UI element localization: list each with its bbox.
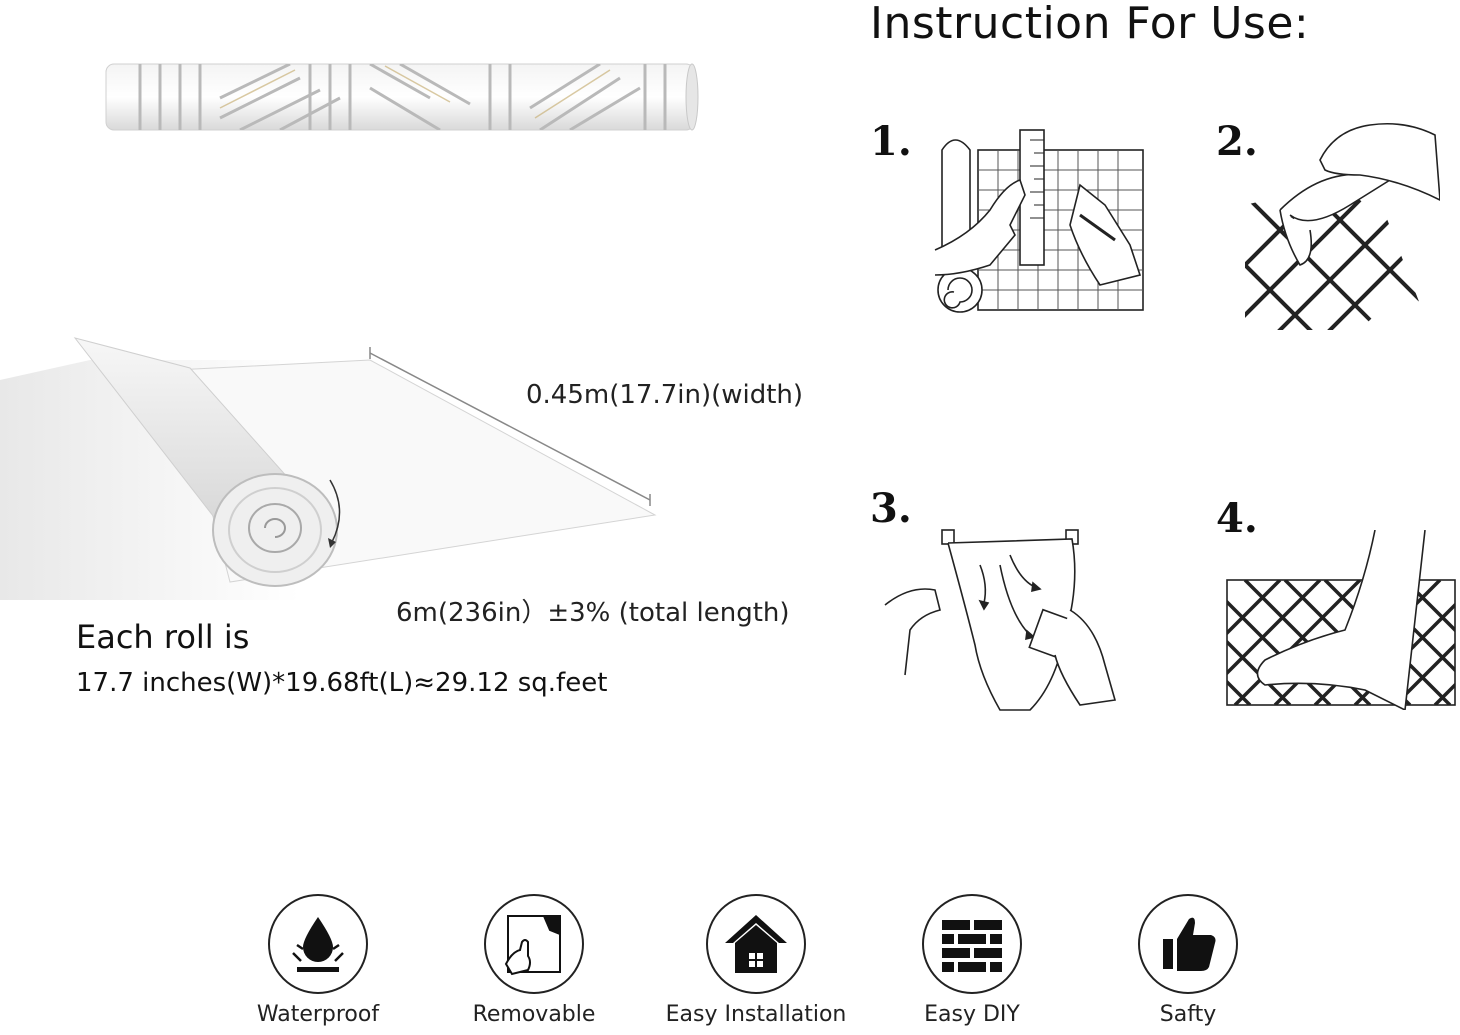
thumbs-up-icon bbox=[1138, 894, 1238, 994]
step-3-number: 3. bbox=[870, 485, 912, 532]
feature-label: Waterproof bbox=[256, 1002, 380, 1027]
feature-waterproof: Waterproof bbox=[208, 894, 428, 1027]
water-drop-icon bbox=[268, 894, 368, 994]
feature-removable: Removable bbox=[424, 894, 644, 1027]
feature-easy-installation: Easy Installation bbox=[646, 894, 866, 1027]
feature-easy-diy: Easy DIY bbox=[862, 894, 1082, 1027]
step-3-apply-illustration bbox=[880, 525, 1140, 720]
instruction-title: Instruction For Use: bbox=[870, 0, 1310, 49]
step-1-cut-illustration bbox=[930, 125, 1160, 350]
peel-hand-icon bbox=[484, 894, 584, 994]
film-roll-illustration bbox=[0, 320, 700, 600]
roll-size-heading: Each roll is bbox=[76, 618, 250, 656]
brick-wall-icon bbox=[922, 894, 1022, 994]
step-4-smooth-illustration bbox=[1225, 530, 1457, 710]
step-4-number: 4. bbox=[1216, 495, 1258, 542]
wallpaper-roll-top-image bbox=[100, 58, 700, 142]
width-dimension-label: 0.45m(17.7in)(width) bbox=[526, 380, 804, 410]
feature-label: Removable bbox=[472, 1002, 596, 1027]
step-1-number: 1. bbox=[870, 118, 912, 165]
step-2-peel-illustration bbox=[1240, 120, 1440, 335]
feature-label: Safty bbox=[1159, 1002, 1217, 1027]
feature-safty: Safty bbox=[1078, 894, 1298, 1027]
house-icon bbox=[706, 894, 806, 994]
feature-label: Easy DIY bbox=[924, 1002, 1020, 1027]
step-2-number: 2. bbox=[1216, 118, 1258, 165]
feature-label: Easy Installation bbox=[665, 1002, 847, 1027]
length-dimension-label: 6m(236in）±3% (total length) bbox=[396, 598, 790, 628]
roll-size-detail: 17.7 inches(W)*19.68ft(L)≈29.12 sq.feet bbox=[76, 668, 608, 698]
